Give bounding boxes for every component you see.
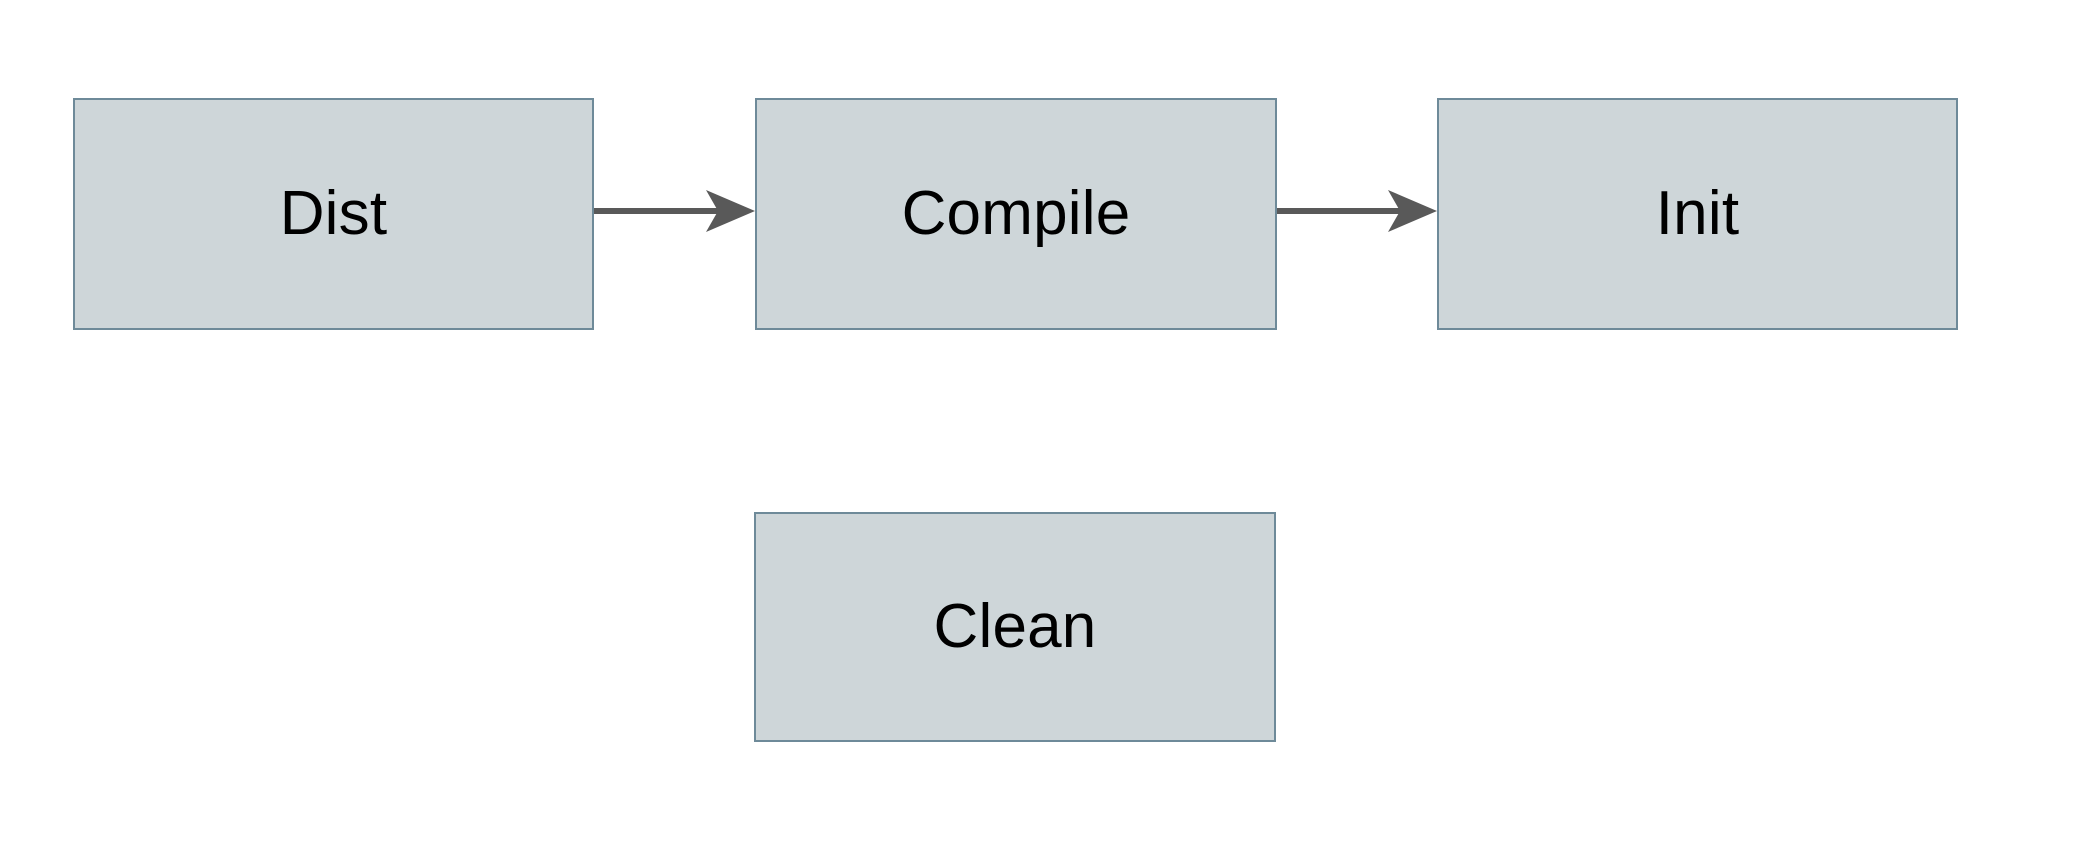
arrowhead-icon — [1388, 190, 1437, 232]
node-clean[interactable]: Clean — [754, 512, 1276, 742]
node-compile-label: Compile — [901, 179, 1131, 248]
edge-compile-to-init[interactable] — [1277, 181, 1437, 241]
node-init[interactable]: Init — [1437, 98, 1958, 330]
node-dist-label: Dist — [279, 179, 388, 248]
arrowhead-icon — [706, 190, 755, 232]
node-dist[interactable]: Dist — [73, 98, 594, 330]
node-clean-label: Clean — [933, 592, 1097, 661]
node-init-label: Init — [1655, 179, 1740, 248]
edge-dist-to-compile[interactable] — [594, 181, 755, 241]
node-compile[interactable]: Compile — [755, 98, 1277, 330]
